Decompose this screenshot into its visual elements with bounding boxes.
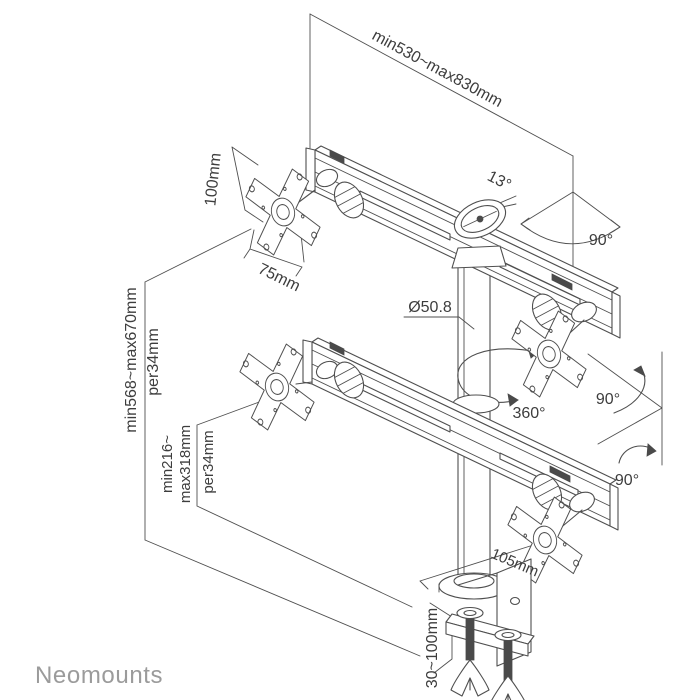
dim-line-vesa-height bbox=[231, 146, 264, 223]
lower-crossbar bbox=[295, 337, 619, 531]
label-vesa-width: 75mm bbox=[255, 261, 302, 296]
clamp-wing-knob bbox=[450, 659, 490, 697]
label-pole-diameter: Ø50.8 bbox=[408, 299, 452, 316]
label-lower-height-range-1: min216~ bbox=[159, 435, 176, 493]
pole-clamp-dial bbox=[453, 199, 507, 239]
label-pole-rotation: 360° bbox=[512, 405, 545, 422]
label-tilt-angle: 13° bbox=[484, 168, 513, 194]
swivel-fan bbox=[520, 191, 621, 245]
dimension-lines bbox=[144, 13, 663, 674]
tilt-indicators-right bbox=[587, 351, 663, 466]
dim-line-arm-span bbox=[309, 13, 574, 157]
label-clamp-range: 30~100mm bbox=[424, 608, 441, 689]
label-upper-height-step: per34mm bbox=[145, 328, 162, 396]
desk-clamp bbox=[445, 558, 535, 700]
dim-line-lower-height bbox=[196, 390, 413, 608]
pole-diameter-leader bbox=[403, 316, 475, 330]
label-lower-height-step: per34mm bbox=[200, 430, 217, 493]
dim-line-vesa-width bbox=[243, 215, 305, 277]
label-lower-height-range-2: max318mm bbox=[177, 425, 194, 503]
upper-crossbar bbox=[294, 145, 621, 343]
label-upper-height-range: min568~max670mm bbox=[123, 287, 140, 432]
label-rotation-lower: 90° bbox=[615, 472, 639, 489]
mount-assembly bbox=[235, 145, 621, 700]
brand-logo: Neomounts bbox=[35, 662, 164, 689]
label-swivel-angle: 90° bbox=[589, 232, 613, 249]
label-vesa-height: 100mm bbox=[202, 152, 224, 207]
clamp-wing-knob bbox=[488, 675, 528, 700]
label-rotation-upper: 90° bbox=[596, 391, 620, 408]
label-arm-span: min530~max830mm bbox=[369, 27, 505, 111]
dim-line-upper-height bbox=[144, 228, 421, 657]
dim-line-clamp-range bbox=[429, 602, 453, 674]
